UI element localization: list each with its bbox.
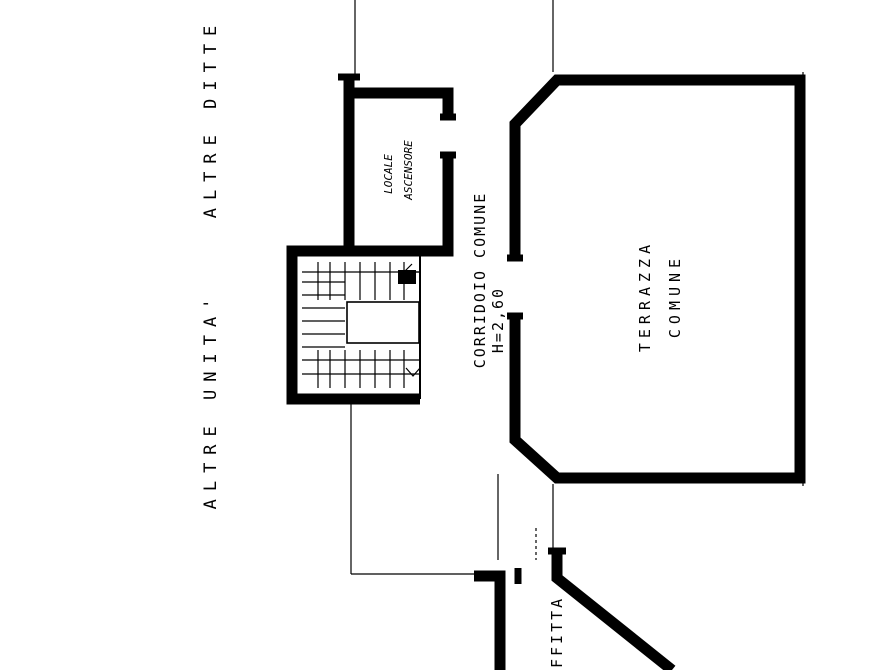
side-label-left: ALTRE UNITA'	[201, 291, 221, 510]
bottom-left-wall	[474, 570, 506, 670]
terrace-label-2: COMUNE	[666, 254, 684, 338]
elevator-room-wall	[343, 87, 454, 257]
bottom-fragment-label: FFITTA	[548, 596, 566, 668]
terrace-wall	[509, 74, 806, 484]
bottom-right-wall	[551, 550, 676, 670]
stair-risers-bottom	[317, 350, 405, 388]
stair-well	[346, 301, 420, 344]
elevator-room-label-1: LOCALE	[382, 154, 395, 194]
stair-arrow-down	[405, 367, 421, 377]
corridor-height-label: H=2,60	[489, 287, 507, 353]
stair-landing-block	[398, 270, 416, 284]
side-label-right: ALTRE DITTE	[201, 18, 221, 219]
elevator-room-label-2: ASCENSORE	[402, 140, 415, 201]
corridor-label: CORRIDOIO COMUNE	[471, 192, 489, 369]
terrace-label-1: TERRAZZA	[636, 240, 654, 352]
stair-risers-top	[317, 262, 405, 300]
